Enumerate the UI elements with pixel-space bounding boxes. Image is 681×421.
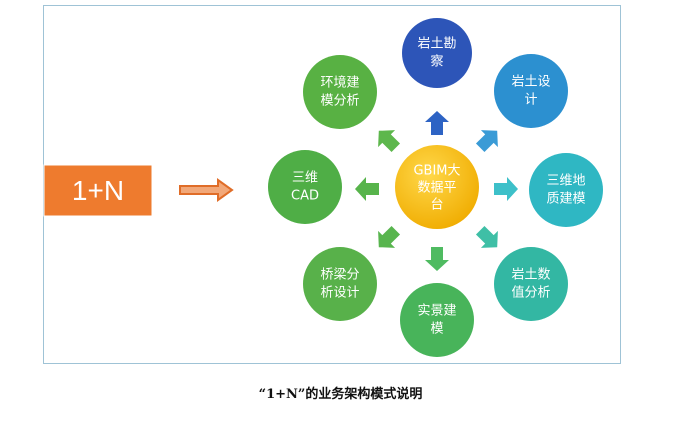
node-label-line: 值分析 bbox=[511, 285, 550, 301]
node-circle bbox=[303, 55, 377, 129]
radial-arrow-shape bbox=[475, 130, 498, 153]
node-circle bbox=[402, 18, 472, 88]
node-label-line: 模分析 bbox=[320, 94, 359, 109]
node-label-line: 实景建 bbox=[417, 304, 456, 319]
node-label-line: 岩土数 bbox=[511, 268, 550, 283]
radial-arrow-environment-modeling-analysis bbox=[378, 130, 401, 153]
node-label-line: 察 bbox=[430, 55, 443, 70]
node-label-line: 桥梁分 bbox=[320, 268, 359, 283]
center-node: GBIM大 数据平 台 bbox=[395, 145, 479, 229]
node-circle bbox=[400, 283, 474, 357]
node-label-line: 环境建 bbox=[320, 76, 359, 91]
node-3d-cad: 三维 CAD bbox=[268, 150, 342, 224]
node-circle bbox=[494, 247, 568, 321]
node-label-line: 计 bbox=[524, 93, 537, 108]
node-label-line: CAD bbox=[291, 189, 319, 204]
radial-arrow-3d-geology-modeling bbox=[494, 177, 518, 201]
node-label-line: 析设计 bbox=[320, 286, 359, 301]
radial-arrow-3d-cad bbox=[355, 177, 379, 201]
radial-arrows bbox=[355, 111, 518, 271]
node-circle bbox=[494, 54, 568, 128]
center-circle bbox=[395, 145, 479, 229]
orange-arrow-shape bbox=[179, 178, 234, 202]
radial-arrow-shape bbox=[475, 225, 498, 248]
node-circles: 岩土勘察岩土设计三维地质建模岩土数值分析实景建模桥梁分析设计三维CAD环境建模分… bbox=[268, 18, 603, 357]
one-plus-n-box: 1+N bbox=[43, 164, 153, 217]
center-line-3: 台 bbox=[430, 198, 443, 213]
node-label-line: 岩土勘 bbox=[417, 37, 456, 52]
radial-arrow-geotech-survey bbox=[425, 111, 449, 135]
node-label-line: 岩土设 bbox=[511, 75, 550, 90]
one-plus-n-rect bbox=[43, 164, 153, 217]
one-plus-n-label: 1+N bbox=[72, 175, 124, 206]
radial-arrow-shape bbox=[378, 225, 401, 248]
radial-arrow-bridge-analysis-design bbox=[378, 225, 401, 248]
radial-arrow-shape bbox=[378, 130, 401, 153]
node-label-line: 三维地 bbox=[546, 174, 585, 189]
node-label-line: 三维 bbox=[292, 171, 318, 186]
center-line-1: GBIM大 bbox=[413, 164, 460, 179]
node-circle bbox=[268, 150, 342, 224]
radial-arrow-shape bbox=[494, 177, 518, 201]
radial-arrow-shape bbox=[355, 177, 379, 201]
radial-arrow-reality-modeling bbox=[425, 247, 449, 271]
radial-arrow-shape bbox=[425, 247, 449, 271]
diagram-caption: “1+N”的业务架构模式说明 bbox=[258, 387, 423, 402]
radial-arrow-geotech-design bbox=[475, 130, 498, 153]
node-circle bbox=[529, 153, 603, 227]
radial-arrow-geotech-numerical-analysis bbox=[475, 225, 498, 248]
center-line-2: 数据平 bbox=[417, 181, 456, 196]
orange-arrow bbox=[179, 178, 234, 202]
radial-arrow-shape bbox=[425, 111, 449, 135]
node-label-line: 模 bbox=[430, 322, 443, 337]
node-circle bbox=[303, 247, 377, 321]
node-label-line: 质建模 bbox=[546, 192, 585, 207]
